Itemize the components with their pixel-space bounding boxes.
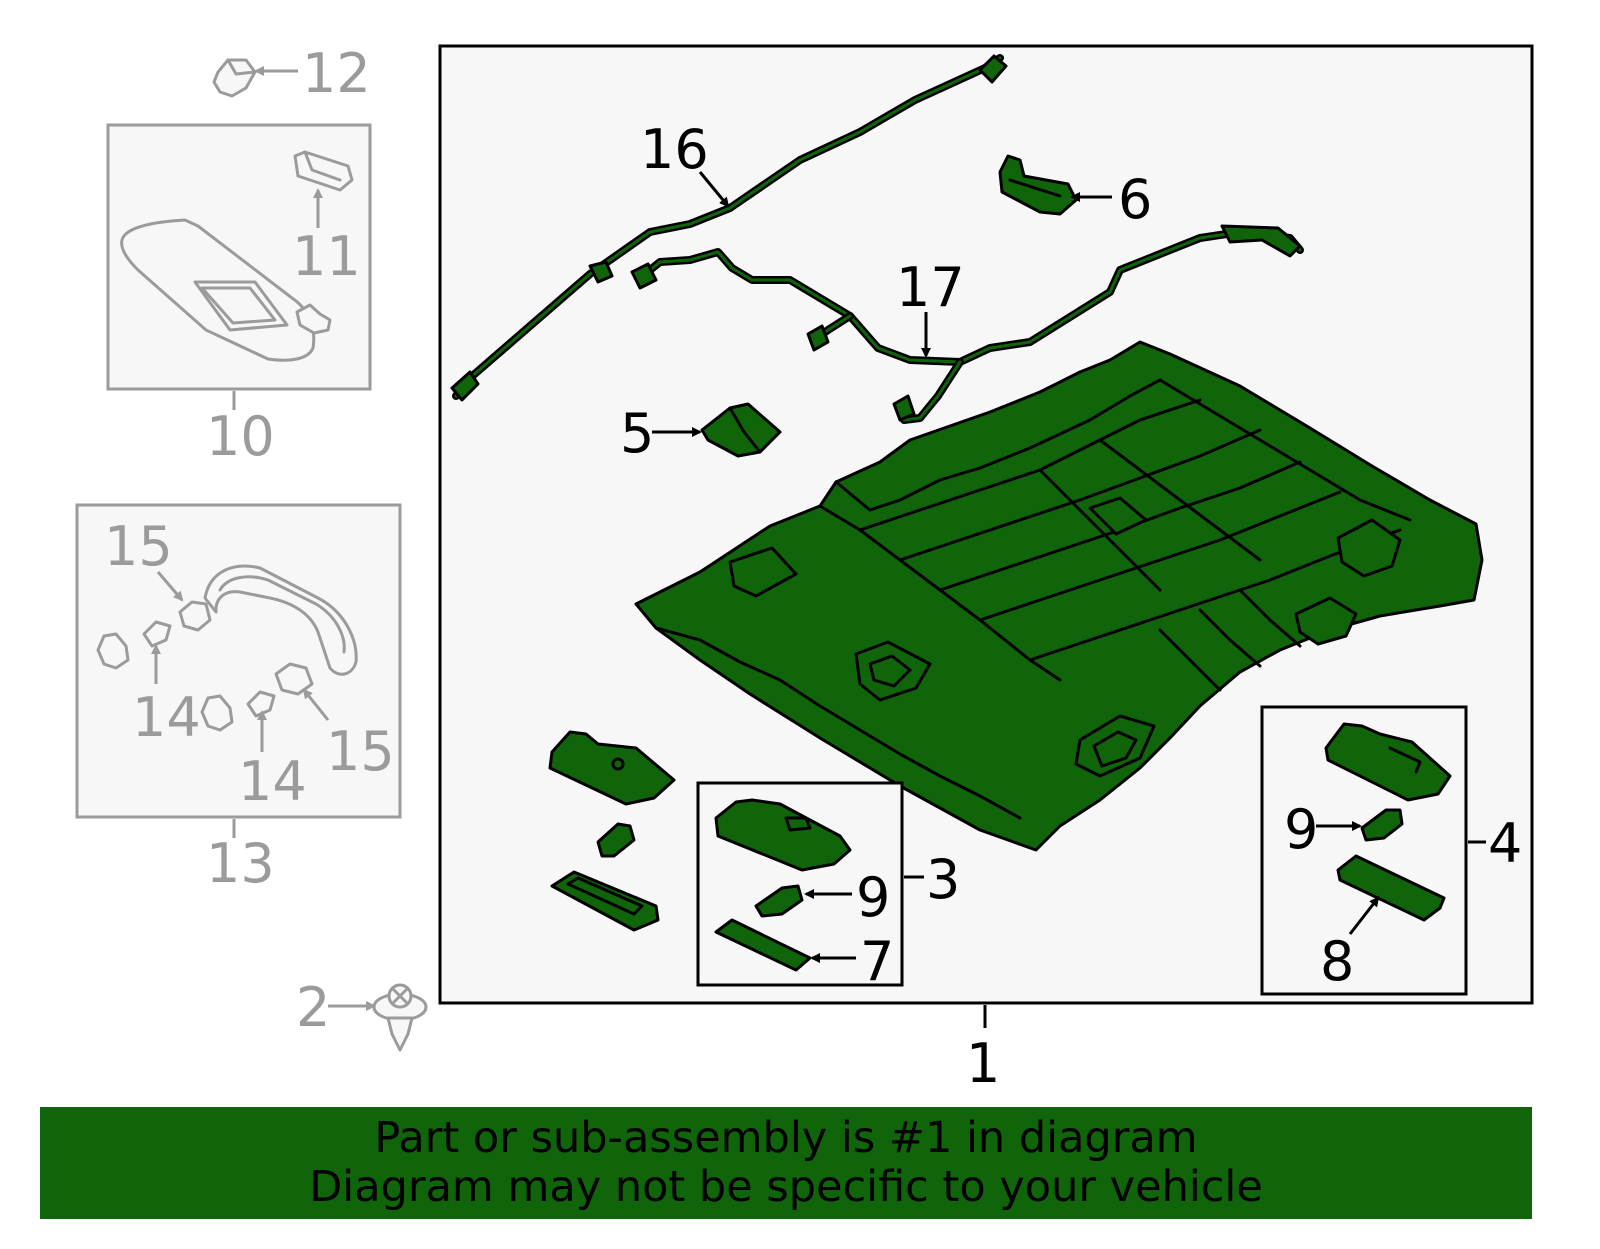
handle-bracket-14a[interactable] (142, 620, 172, 648)
disclaimer-banner: Part or sub-assembly is #1 in diagram Di… (40, 1107, 1532, 1219)
callout-14a[interactable]: 14 (132, 686, 201, 749)
handle-cap-15b[interactable] (274, 662, 314, 696)
clip-part-12[interactable] (212, 58, 257, 98)
map-lamp-part-3[interactable] (714, 798, 852, 872)
lens-part[interactable] (550, 870, 660, 932)
callout-15a[interactable]: 15 (104, 515, 173, 578)
handle-clip-left[interactable] (96, 632, 130, 670)
banner-line-1: Part or sub-assembly is #1 in diagram (374, 1113, 1198, 1163)
sun-visor-part[interactable] (120, 218, 332, 362)
bracket-part-5[interactable] (700, 402, 782, 458)
visor-clip-part[interactable] (293, 150, 354, 192)
callout-7[interactable]: 7 (860, 930, 894, 993)
callout-11[interactable]: 11 (292, 225, 361, 288)
callout-13[interactable]: 13 (206, 832, 275, 895)
grab-handle-part[interactable] (203, 564, 358, 676)
callout-3[interactable]: 3 (926, 848, 960, 911)
callout-14b[interactable]: 14 (238, 750, 307, 813)
callout-12[interactable]: 12 (302, 42, 371, 105)
callout-5[interactable]: 5 (620, 402, 654, 465)
lens-part-8[interactable] (1336, 854, 1446, 922)
bulb-part[interactable] (596, 822, 636, 858)
callout-10[interactable]: 10 (206, 405, 275, 468)
callout-2[interactable]: 2 (296, 976, 330, 1039)
callout-9b[interactable]: 9 (1284, 798, 1318, 861)
handle-clip-right[interactable] (200, 694, 234, 732)
callout-4[interactable]: 4 (1488, 812, 1522, 875)
callout-15b[interactable]: 15 (326, 720, 395, 783)
wire-harness-16[interactable] (450, 54, 1008, 402)
callout-17[interactable]: 17 (896, 256, 965, 319)
callout-8[interactable]: 8 (1320, 930, 1354, 993)
bulb-part-9a[interactable] (754, 884, 804, 918)
screw-clip-part-2[interactable] (372, 983, 428, 1052)
handle-bracket-14b[interactable] (246, 690, 276, 718)
lamp-housing-part[interactable] (548, 730, 676, 806)
dome-lamp-part-4[interactable] (1324, 722, 1452, 802)
headliner-part[interactable] (634, 340, 1484, 852)
banner-line-2: Diagram may not be specific to your vehi… (309, 1162, 1263, 1212)
callout-9a[interactable]: 9 (856, 866, 890, 929)
callout-1[interactable]: 1 (966, 1032, 1000, 1095)
handle-cap-15a[interactable] (178, 600, 212, 632)
bulb-part-9b[interactable] (1360, 808, 1404, 842)
callout-16[interactable]: 16 (640, 118, 709, 181)
callout-6[interactable]: 6 (1118, 168, 1152, 231)
wire-harness-17[interactable] (630, 224, 1304, 424)
